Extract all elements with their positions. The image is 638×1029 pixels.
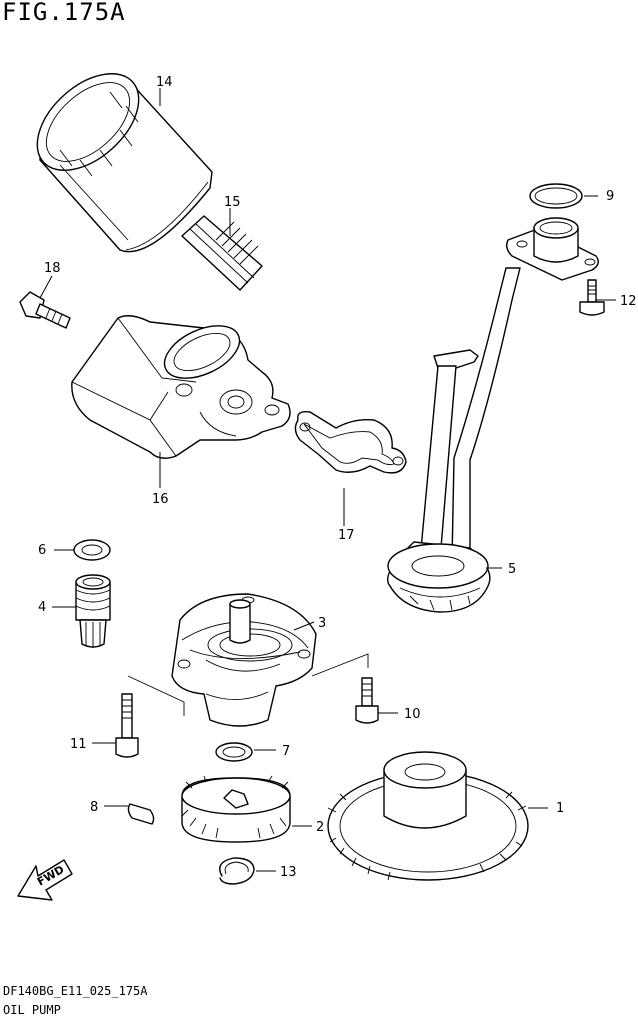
callout-5: 5 (508, 562, 516, 577)
callout-7: 7 (282, 744, 290, 759)
part-bolt-12[interactable] (579, 279, 605, 316)
callout-16: 16 (152, 492, 169, 507)
figure-title: FIG.175A (2, 0, 126, 26)
fwd-arrow-icon: FWD (17, 859, 73, 901)
part-oil-strainer-pipe[interactable] (387, 217, 599, 613)
part-pump-body[interactable] (127, 593, 369, 727)
model-code: DF140BG_E11_025_175A (3, 984, 148, 998)
callout-3: 3 (318, 616, 326, 631)
part-driven-gear[interactable] (327, 751, 529, 881)
leader-lines (39, 88, 616, 872)
part-gasket[interactable] (294, 410, 407, 474)
callout-9: 9 (606, 189, 614, 204)
callout-11: 11 (70, 737, 87, 752)
part-bolt-10[interactable] (355, 677, 379, 724)
part-pin[interactable] (127, 803, 155, 825)
part-relief-plug[interactable] (75, 574, 111, 648)
part-stud[interactable] (181, 215, 263, 291)
part-o-ring-9[interactable] (529, 183, 583, 209)
callout-18: 18 (44, 261, 61, 276)
section-name: OIL PUMP (3, 1003, 61, 1017)
part-oil-filter[interactable] (19, 55, 213, 253)
callout-6: 6 (38, 543, 46, 558)
callout-15: 15 (224, 195, 241, 210)
part-circlip[interactable] (219, 857, 255, 885)
callout-10: 10 (404, 707, 421, 722)
callout-13: 13 (280, 865, 297, 880)
part-filter-housing[interactable] (71, 315, 291, 459)
callout-numbers: 14 15 18 16 17 9 12 5 6 4 3 10 11 7 8 2 … (38, 75, 637, 880)
part-washer-6[interactable] (73, 539, 111, 561)
callout-4: 4 (38, 600, 46, 615)
callout-12: 12 (620, 294, 637, 309)
callout-1: 1 (556, 801, 564, 816)
part-bolt-11[interactable] (115, 693, 139, 758)
callout-14: 14 (156, 75, 173, 90)
part-washer-7[interactable] (215, 742, 253, 762)
callout-8: 8 (90, 800, 98, 815)
part-bolt-18[interactable] (19, 291, 71, 329)
callout-17: 17 (338, 528, 355, 543)
part-drive-gear[interactable] (181, 775, 291, 843)
callout-2: 2 (316, 820, 324, 835)
